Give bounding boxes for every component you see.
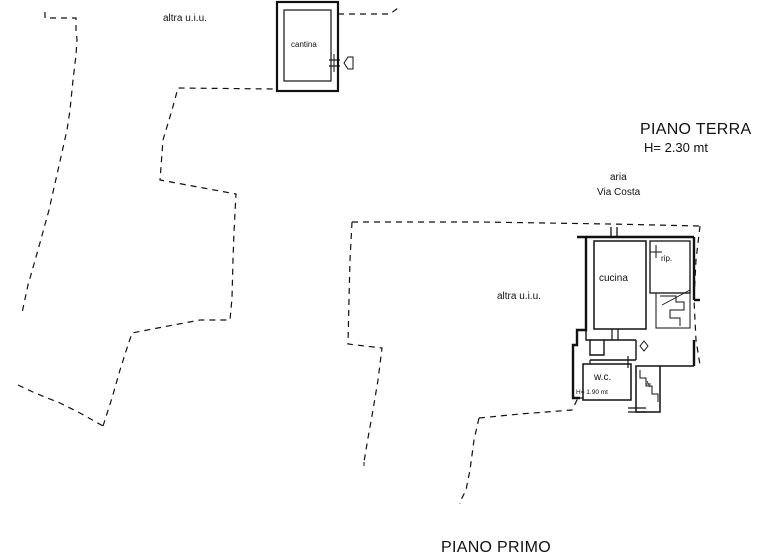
label-altra-uiu-right: altra u.i.u.	[497, 291, 541, 302]
label-cucina: cucina	[599, 273, 628, 284]
label-aria: aria	[610, 172, 627, 183]
label-cantina: cantina	[291, 40, 317, 49]
label-altra-uiu-top: altra u.i.u.	[163, 13, 207, 24]
label-via-costa: Via Costa	[597, 187, 641, 198]
boundary-main-lot	[347, 221, 701, 505]
label-piano-terra: PIANO TERRA	[640, 121, 752, 138]
label-piano-primo: PIANO PRIMO	[441, 539, 551, 556]
label-wc: w.c.	[594, 372, 612, 383]
building-walls	[571, 227, 700, 413]
label-wc-height: H= 1.90 mt	[576, 389, 608, 396]
label-rip: rip.	[661, 254, 673, 263]
boundary-left-lot	[17, 12, 277, 427]
label-piano-terra-height: H= 2.30 mt	[644, 140, 708, 155]
boundary-top-right	[338, 7, 399, 15]
cantina-room	[275, 0, 354, 93]
